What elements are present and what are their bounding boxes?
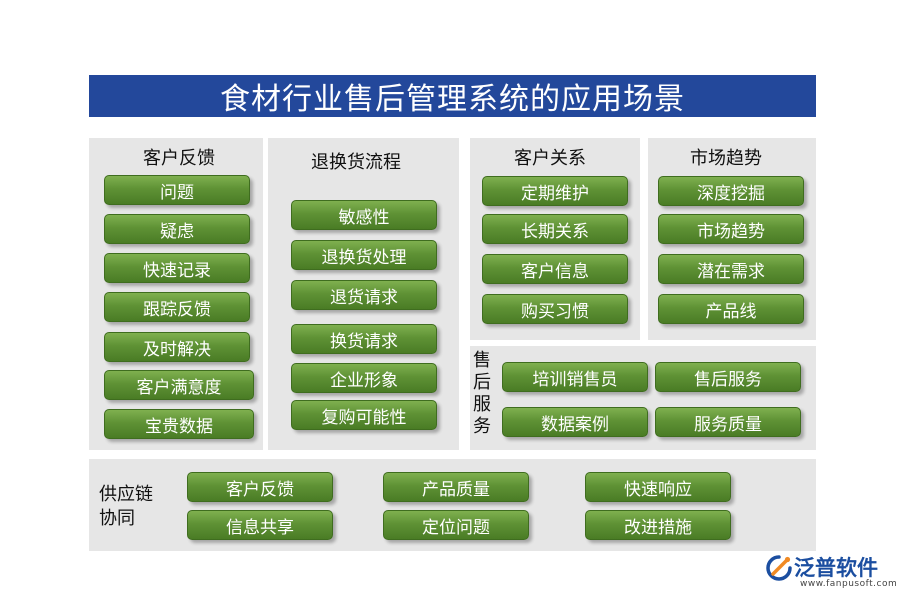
feedback-item: 快速记录	[104, 253, 250, 283]
service-title-char: 务	[473, 416, 491, 437]
service-item: 数据案例	[502, 407, 648, 437]
fanpu-logo-icon	[766, 555, 792, 581]
relations-item: 购买习惯	[482, 294, 628, 324]
relations-item: 客户信息	[482, 254, 628, 284]
supply-item: 改进措施	[585, 510, 731, 540]
returns-item: 企业形象	[291, 363, 437, 393]
page-title: 食材行业售后管理系统的应用场景	[89, 75, 816, 117]
feedback-item: 问题	[104, 175, 250, 205]
supply-title-line: 协同	[99, 508, 135, 529]
feedback-item: 疑虑	[104, 214, 250, 244]
supply-item: 定位问题	[383, 510, 529, 540]
trends-item: 市场趋势	[658, 214, 804, 244]
logo-url: www.fanpusoft.com	[800, 579, 898, 589]
service-title-char: 服	[473, 394, 491, 415]
panel-title-customer-feedback: 客户反馈	[143, 148, 215, 169]
feedback-item: 跟踪反馈	[104, 292, 250, 322]
supply-item: 快速响应	[585, 472, 731, 502]
panel-title-market-trends: 市场趋势	[690, 148, 762, 169]
supply-item: 客户反馈	[187, 472, 333, 502]
service-item: 售后服务	[655, 362, 801, 392]
trends-item: 产品线	[658, 294, 804, 324]
service-title-char: 售	[473, 350, 491, 371]
service-title-char: 后	[473, 372, 491, 393]
returns-item: 复购可能性	[291, 400, 437, 430]
returns-item: 退货请求	[291, 280, 437, 310]
returns-item: 敏感性	[291, 200, 437, 230]
panel-title-after-sales-service: 售 后 服 务	[473, 350, 491, 438]
returns-item: 退换货处理	[291, 240, 437, 270]
trends-item: 潜在需求	[658, 254, 804, 284]
feedback-item: 宝贵数据	[104, 409, 254, 439]
panel-title-return-exchange: 退换货流程	[311, 152, 401, 173]
brand-logo: 泛普软件 www.fanpusoft.com	[764, 552, 898, 594]
panel-title-customer-relations: 客户关系	[514, 148, 586, 169]
relations-item: 定期维护	[482, 176, 628, 206]
service-item: 服务质量	[655, 407, 801, 437]
supply-title-line: 供应链	[99, 484, 153, 505]
feedback-item: 客户满意度	[104, 370, 254, 400]
relations-item: 长期关系	[482, 214, 628, 244]
trends-item: 深度挖掘	[658, 176, 804, 206]
panel-title-supply-chain: 供应链 协同	[99, 483, 153, 531]
logo-name: 泛普软件	[794, 556, 878, 580]
returns-item: 换货请求	[291, 324, 437, 354]
supply-item: 信息共享	[187, 510, 333, 540]
feedback-item: 及时解决	[104, 332, 250, 362]
supply-item: 产品质量	[383, 472, 529, 502]
service-item: 培训销售员	[502, 362, 648, 392]
